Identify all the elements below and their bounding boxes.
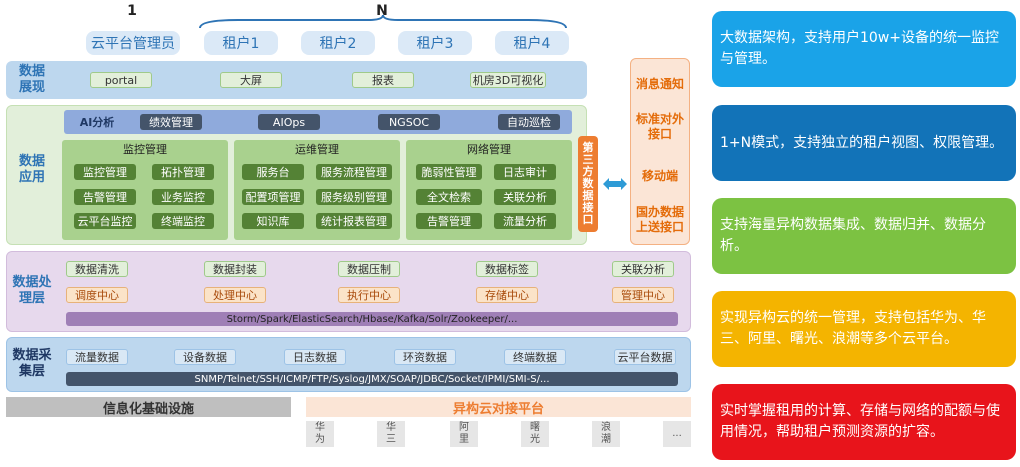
feature-box-3: 支持海量异构数据集成、数据归并、数据分析。: [712, 198, 1016, 274]
processing-center[interactable]: 管理中心: [612, 287, 674, 303]
vendor-inspur[interactable]: 浪潮: [592, 421, 620, 447]
group-item[interactable]: 拓扑管理: [152, 164, 214, 180]
app-top-ai[interactable]: AI分析: [79, 116, 115, 129]
interface-standard[interactable]: 标准对外接口: [636, 112, 685, 141]
group-item[interactable]: 服务台: [242, 164, 304, 180]
vendor-more[interactable]: ...: [663, 421, 691, 447]
interface-gov[interactable]: 国办数据上送接口: [636, 205, 685, 234]
interface-notify[interactable]: 消息通知: [635, 76, 684, 91]
interface-mobile[interactable]: 移动端: [641, 168, 678, 183]
group-item[interactable]: 服务级别管理: [316, 189, 392, 205]
group-item[interactable]: 统计报表管理: [316, 213, 392, 229]
collection-item[interactable]: 设备数据: [174, 349, 236, 365]
processing-tech-bar: Storm/Spark/ElasticSearch/Hbase/Kafka/So…: [66, 312, 678, 326]
display-item-3d[interactable]: 机房3D可视化: [470, 72, 546, 88]
group-item[interactable]: 全文检索: [416, 189, 482, 205]
tenant-1[interactable]: 租户1: [204, 31, 278, 55]
label-n: N: [376, 3, 388, 19]
processing-layer-title: 数据处理层: [12, 275, 52, 306]
group-item[interactable]: 脆弱性管理: [416, 164, 482, 180]
label-one: 1: [127, 3, 137, 19]
vendor-huawei[interactable]: 华为: [306, 421, 334, 447]
feature-box-5: 实时掌握租用的计算、存储与网络的配额与使用情况，帮助租户预测资源的扩容。: [712, 384, 1016, 460]
hetero-cloud-bar: 异构云对接平台: [306, 397, 691, 417]
third-party-interface[interactable]: 第三方数据接口: [578, 136, 598, 232]
app-group-network-title: 网络管理: [467, 143, 511, 156]
display-item-portal[interactable]: portal: [90, 72, 152, 88]
processing-center[interactable]: 处理中心: [204, 287, 266, 303]
processing-item[interactable]: 数据压制: [338, 261, 400, 277]
feature-box-4: 实现异构云的统一管理，支持包括华为、华三、阿里、曙光、浪潮等多个云平台。: [712, 291, 1016, 367]
app-top-kpi[interactable]: 绩效管理: [140, 114, 202, 130]
tenant-admin[interactable]: 云平台管理员: [86, 31, 180, 55]
app-group-ops-title: 运维管理: [295, 143, 339, 156]
display-layer-title: 数据展现: [18, 64, 45, 95]
group-item[interactable]: 日志审计: [494, 164, 556, 180]
collection-item[interactable]: 日志数据: [284, 349, 346, 365]
processing-item[interactable]: 数据清洗: [66, 261, 128, 277]
tenant-2[interactable]: 租户2: [301, 31, 375, 55]
processing-center[interactable]: 调度中心: [66, 287, 128, 303]
feature-box-1: 大数据架构，支持用户10w+设备的统一监控与管理。: [712, 11, 1016, 87]
group-item[interactable]: 配置项管理: [242, 189, 304, 205]
tenant-4[interactable]: 租户4: [495, 31, 569, 55]
group-item[interactable]: 业务监控: [152, 189, 214, 205]
tenant-3[interactable]: 租户3: [398, 31, 472, 55]
group-item[interactable]: 知识库: [242, 213, 304, 229]
display-item-screen[interactable]: 大屏: [220, 72, 282, 88]
group-item[interactable]: 告警管理: [74, 189, 136, 205]
group-item[interactable]: 服务流程管理: [316, 164, 392, 180]
display-item-report[interactable]: 报表: [352, 72, 414, 88]
vendor-sugon[interactable]: 曙光: [521, 421, 549, 447]
app-top-ngsoc[interactable]: NGSOC: [378, 114, 440, 130]
processing-item[interactable]: 关联分析: [612, 261, 674, 277]
processing-item[interactable]: 数据标签: [476, 261, 538, 277]
collection-item[interactable]: 流量数据: [66, 349, 128, 365]
processing-item[interactable]: 数据封装: [204, 261, 266, 277]
group-item[interactable]: 终端监控: [152, 213, 214, 229]
processing-center[interactable]: 执行中心: [338, 287, 400, 303]
app-group-monitor-title: 监控管理: [123, 143, 167, 156]
group-item[interactable]: 云平台监控: [74, 213, 136, 229]
group-item[interactable]: 关联分析: [494, 189, 556, 205]
collection-item[interactable]: 环资数据: [394, 349, 456, 365]
group-item[interactable]: 流量分析: [494, 213, 556, 229]
processing-center[interactable]: 存储中心: [476, 287, 538, 303]
vendor-h3c[interactable]: 华三: [377, 421, 405, 447]
collection-protocol-bar: SNMP/Telnet/SSH/ICMP/FTP/Syslog/JMX/SOAP…: [66, 372, 678, 386]
app-top-aiops[interactable]: AIOps: [258, 114, 320, 130]
collection-item[interactable]: 终端数据: [504, 349, 566, 365]
vendor-ali[interactable]: 阿里: [450, 421, 478, 447]
collection-item[interactable]: 云平台数据: [614, 349, 676, 365]
app-layer-title: 数据应用: [18, 154, 45, 185]
tenant-brace-icon: [199, 14, 567, 29]
infra-bar: 信息化基础设施: [6, 397, 291, 417]
feature-box-2: 1+N模式，支持独立的租户视图、权限管理。: [712, 105, 1016, 181]
group-item[interactable]: 监控管理: [74, 164, 136, 180]
interfaces-column: [630, 58, 690, 245]
collection-layer-title: 数据采集层: [12, 348, 52, 379]
group-item[interactable]: 告警管理: [416, 213, 482, 229]
bidirectional-arrow-icon: [603, 178, 627, 190]
app-top-inspect[interactable]: 自动巡检: [498, 114, 560, 130]
